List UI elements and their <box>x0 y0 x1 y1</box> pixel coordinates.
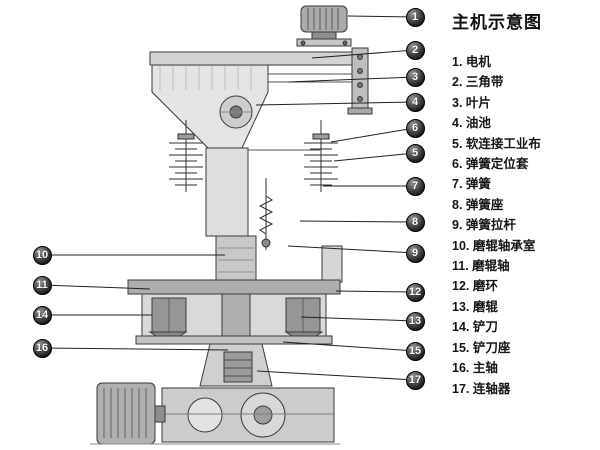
coupling <box>223 351 253 383</box>
callout-6: 6 <box>405 118 425 138</box>
legend-item-15: 15. 铲刀座 <box>452 340 511 355</box>
callout-17: 17 <box>405 370 425 390</box>
callout-2: 2 <box>405 40 425 60</box>
legend-item-5: 5. 软连接工业布 <box>452 136 541 151</box>
callout-14: 14 <box>32 305 52 325</box>
legend-item-2: 2. 三角带 <box>452 75 504 90</box>
legend-item-4: 4. 油池 <box>452 116 491 131</box>
grinding-chamber <box>141 293 327 337</box>
side-duct <box>321 245 343 283</box>
callout-15: 15 <box>405 341 425 361</box>
top-motor <box>296 5 352 47</box>
legend-item-3: 3. 叶片 <box>452 95 491 110</box>
callout-9: 9 <box>405 243 425 263</box>
callout-3: 3 <box>405 67 425 87</box>
classifier-hub <box>219 95 253 129</box>
legend-item-12: 12. 磨环 <box>452 279 498 294</box>
callout-13: 13 <box>405 311 425 331</box>
legend-list: 1. 电机 2. 三角带 3. 叶片 4. 油池 5. 软连接工业布 6. 弹簧定位套 7.… <box>452 52 598 399</box>
callout-10: 10 <box>32 245 52 265</box>
legend-item-17: 17. 连轴器 <box>452 381 511 396</box>
callout-1: 1 <box>405 7 425 27</box>
legend-item-1: 1. 电机 <box>452 55 491 69</box>
legend-item-16: 16. 主轴 <box>452 361 498 376</box>
legend-item-9: 9. 弹簧拉杆 <box>452 218 516 233</box>
mid-column <box>205 147 249 237</box>
top-beam <box>149 51 369 66</box>
page-title: 主机示意图 <box>452 13 542 32</box>
right-flange <box>347 47 373 115</box>
callout-16: 16 <box>32 338 52 358</box>
callout-4: 4 <box>405 92 425 112</box>
callout-7: 7 <box>405 176 425 196</box>
callout-11: 11 <box>32 275 52 295</box>
legend-item-11: 11. 磨辊轴 <box>452 259 510 274</box>
legend-item-8: 8. 弹簧座 <box>452 197 504 212</box>
legend-item-6: 6. 弹簧定位套 <box>452 157 529 172</box>
spring-stack-right <box>304 120 338 192</box>
gearbox-base <box>156 387 335 443</box>
legend-panel: 主机示意图 1. 电机 2. 三角带 3. 叶片 4. 油池 5. 软连接工业布 6. 弹… <box>452 8 598 399</box>
legend-item-14: 14. 铲刀 <box>452 320 498 335</box>
spring-pull-rod <box>258 178 274 250</box>
roller-bearing-chamber <box>215 235 257 283</box>
legend-item-13: 13. 磨辊 <box>452 299 498 314</box>
callout-12: 12 <box>405 282 425 302</box>
shovel-blades <box>135 331 333 345</box>
grinding-ring <box>127 279 341 295</box>
callout-8: 8 <box>405 212 425 232</box>
legend-item-10: 10. 磨辊轴承室 <box>452 238 536 253</box>
callout-5: 5 <box>405 143 425 163</box>
bottom-motor <box>96 382 166 445</box>
legend-item-7: 7. 弹簧 <box>452 177 491 192</box>
spring-stack-left <box>169 120 203 192</box>
